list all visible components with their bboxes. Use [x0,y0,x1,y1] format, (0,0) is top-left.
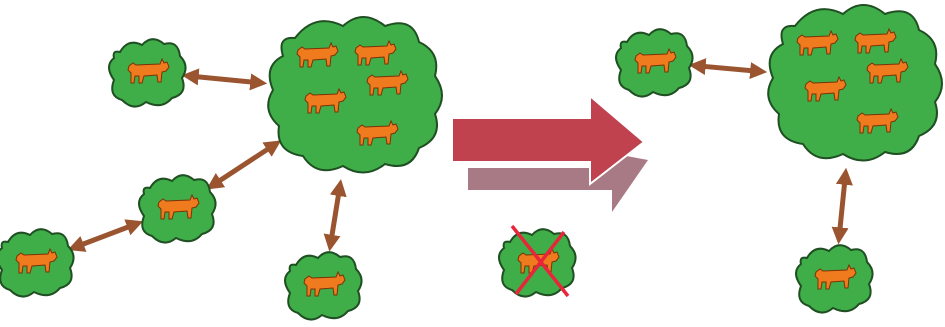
double-arrow-icon [192,76,261,83]
after-landscape [616,5,942,313]
patch-large [768,5,942,161]
transition-arrow [452,96,648,212]
extinct-patch [499,226,576,297]
double-arrow-icon [215,144,276,184]
patch-top-left [109,39,186,106]
patch-bottom-middle [285,252,362,319]
patch-bottom [796,245,873,312]
double-arrow-icon [77,224,137,247]
patch-middle [139,175,216,242]
patch-large [268,17,442,173]
patch-bottom-left [0,229,74,296]
before-landscape [0,17,442,320]
double-arrow-icon [839,175,845,235]
habitat-patch-icon [268,17,442,173]
habitat-patch-icon [768,5,942,161]
double-arrow-icon [699,66,761,72]
patch-top-left [616,29,693,96]
extinct-habitat [499,226,576,297]
double-arrow-icon [331,186,340,242]
